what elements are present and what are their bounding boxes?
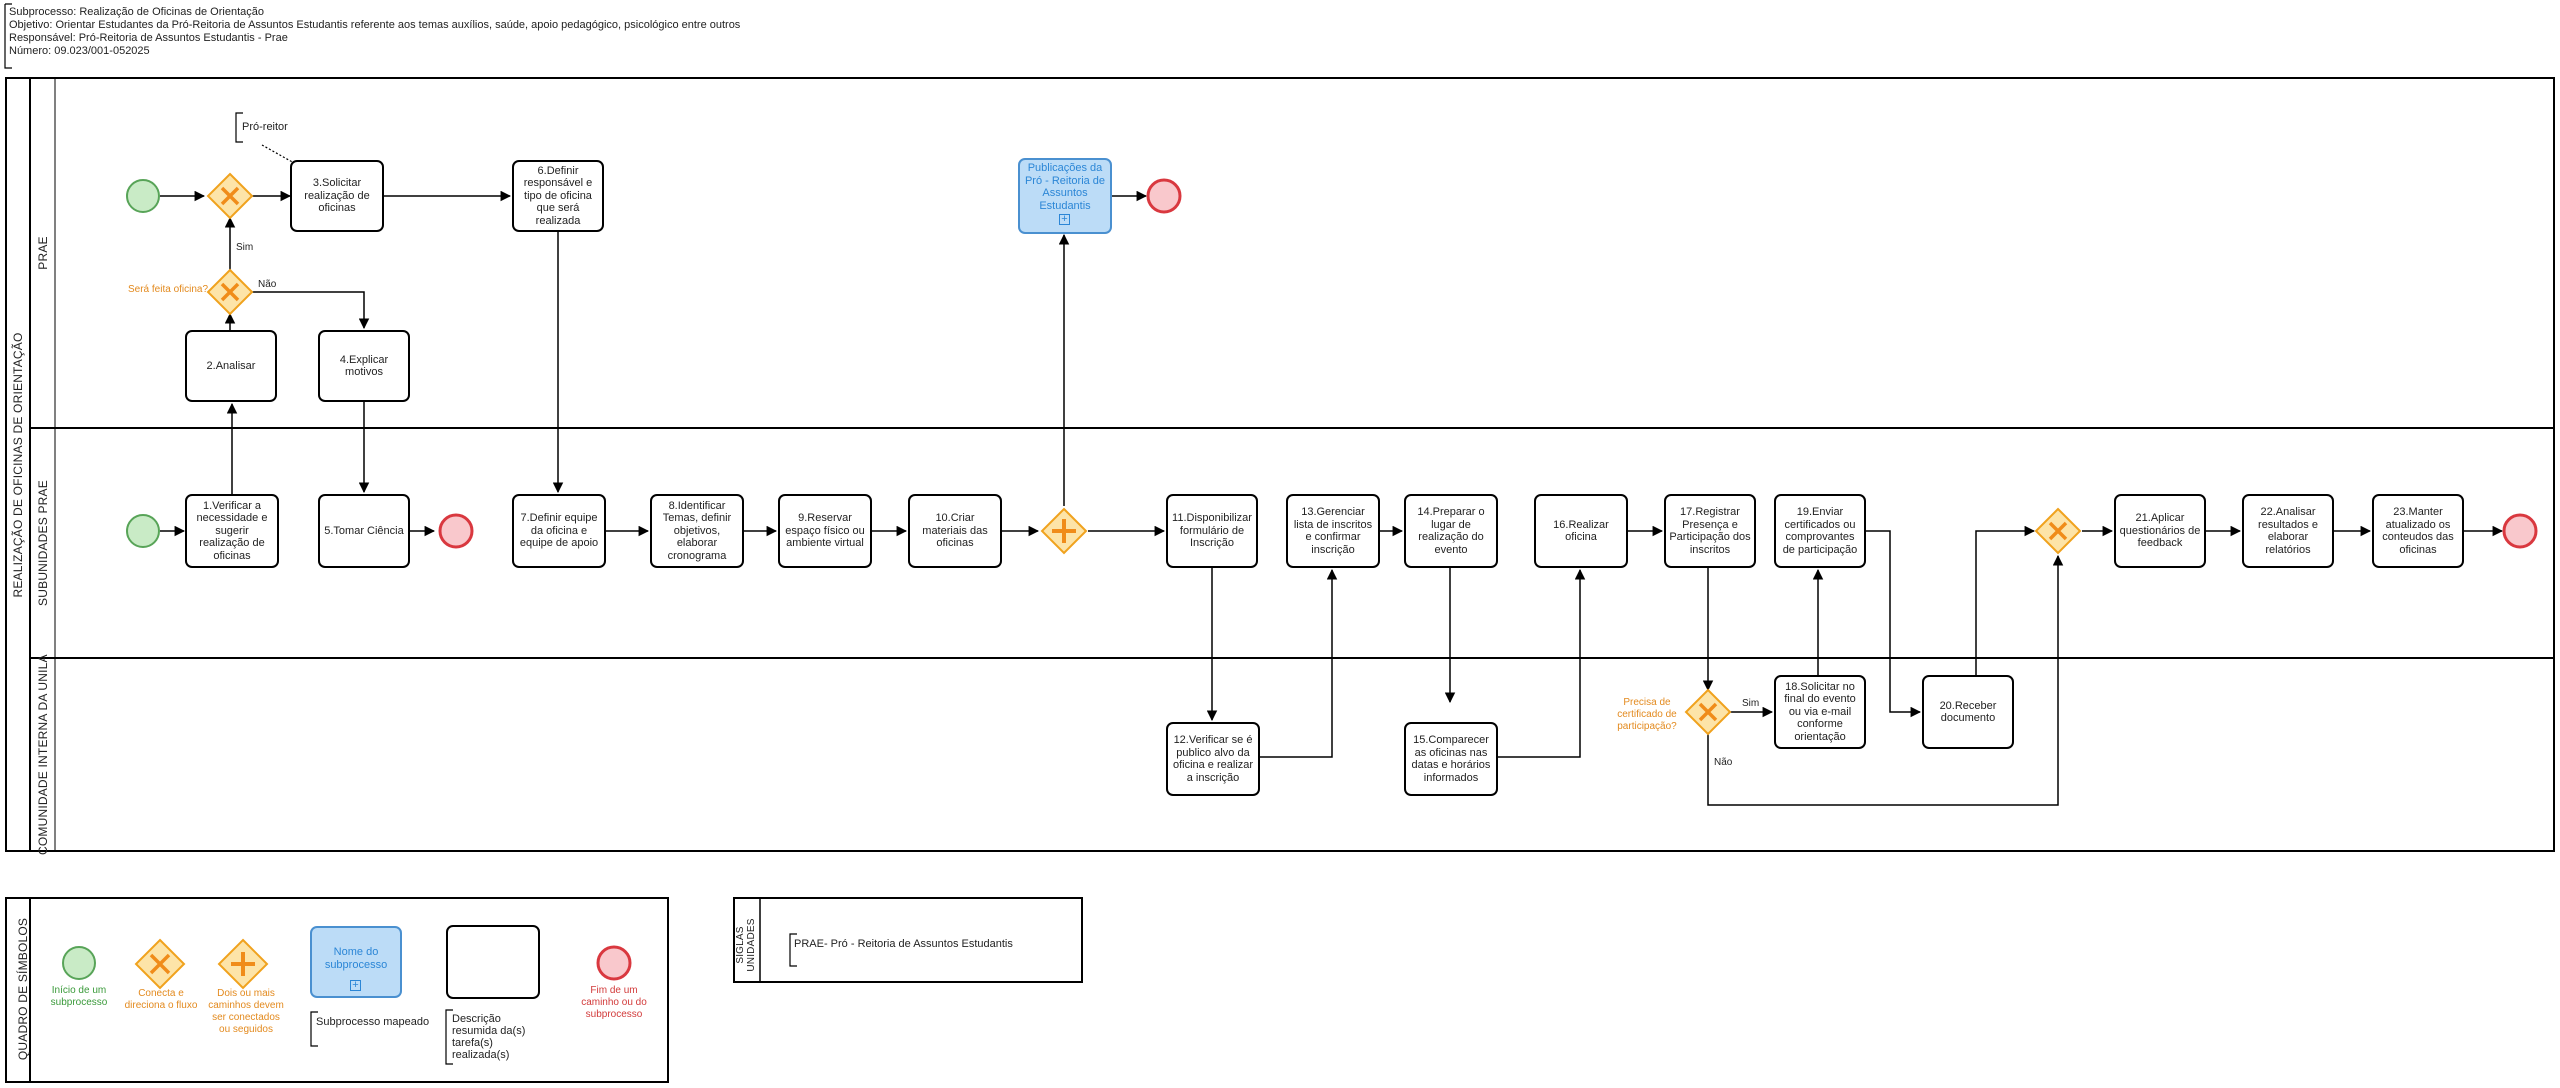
lane-prae: PRAE [36, 236, 50, 270]
legend-title: QUADRO DE SÍMBOLOS [16, 917, 30, 1061]
start-event-subunidades [126, 514, 160, 548]
task-3[interactable]: 3.Solicitar realização de oficinas [290, 160, 384, 232]
legend-parallel-text: Dois ou mais caminhos devem ser conectad… [208, 988, 284, 1035]
task-4[interactable]: 4.Explicar motivos [318, 330, 410, 402]
start-event-prae [126, 179, 160, 213]
header-responsavel: Responsável: Pró-Reitoria de Assuntos Es… [9, 32, 288, 44]
gateway-xor-join [2034, 507, 2082, 555]
gateway-xor-merge [206, 172, 254, 220]
gateway-parallel [1040, 507, 1088, 555]
task-16[interactable]: 16.Realizar oficina [1534, 494, 1628, 568]
legend-subprocess-box: Nome do subprocesso [310, 926, 402, 998]
legend-xor-icon [134, 938, 186, 990]
task-23[interactable]: 23.Manter atualizado os conteudos das of… [2372, 494, 2464, 568]
task-14[interactable]: 14.Preparar o lugar de realização do eve… [1404, 494, 1498, 568]
legend-task-desc: Descrição resumida da(s) tarefa(s) reali… [452, 1013, 526, 1061]
siglas-frame [733, 897, 1083, 983]
task-6[interactable]: 6.Definir responsável e tipo de oficina … [512, 160, 604, 232]
task-15[interactable]: 15.Comparecer as oficinas nas datas e ho… [1404, 722, 1498, 796]
legend-end-text: Fim de um caminho ou do subprocesso [581, 985, 647, 1020]
legend-parallel-icon [217, 938, 269, 990]
header-objetivo: Objetivo: Orientar Estudantes da Pró-Rei… [9, 19, 741, 31]
sigla-prae: PRAE- Pró - Reitoria de Assuntos Estudan… [794, 938, 1013, 950]
legend-start-icon [62, 946, 96, 980]
end-event-final [2502, 513, 2538, 549]
flow-label-nao-2: Não [1714, 757, 1733, 768]
lane-comunidade: COMUNIDADE INTERNA DA UNILA [36, 654, 50, 855]
gateway-label-sera-feita: Será feita oficina? [128, 284, 209, 295]
flow-label-sim-2: Sim [1742, 698, 1760, 709]
legend-task-box [446, 925, 540, 999]
task-7[interactable]: 7.Definir equipe da oficina e equipe de … [512, 494, 606, 568]
legend-end-icon [596, 945, 632, 981]
task-2[interactable]: 2.Analisar [185, 330, 277, 402]
pool [5, 77, 2555, 852]
task-10[interactable]: 10.Criar materiais das oficinas [908, 494, 1002, 568]
flow-label-nao-1: Não [258, 279, 277, 290]
gateway-xor-certificado [1684, 688, 1732, 736]
siglas-title: SIGLAS UNIDADES [735, 918, 757, 972]
subprocess-expand-icon: + [1059, 214, 1070, 225]
task-1[interactable]: 1.Verificar a necessidade e sugerir real… [185, 494, 279, 568]
legend-subprocess-expand-icon: + [350, 980, 361, 991]
task-19[interactable]: 19.Enviar certificados ou comprovantes d… [1774, 494, 1866, 568]
task-22[interactable]: 22.Analisar resultados e elaborar relató… [2242, 494, 2334, 568]
flow-label-sim-1: Sim [236, 242, 254, 253]
end-event-tomar-ciencia [438, 513, 474, 549]
task-11[interactable]: 11.Disponibilizar formulário de Inscriçã… [1166, 494, 1258, 568]
end-event-prae [1146, 178, 1182, 214]
gateway-label-certificado: Precisa de certificado de participação? [1617, 697, 1677, 732]
task-13[interactable]: 13.Gerenciar lista de inscritos e confir… [1286, 494, 1380, 568]
annotation-pro-reitor: Pró-reitor [242, 121, 288, 133]
task-12[interactable]: 12.Verificar se é publico alvo da oficin… [1166, 722, 1260, 796]
task-9[interactable]: 9.Reservar espaço físico ou ambiente vir… [778, 494, 872, 568]
legend-subprocess-mapped: Subprocesso mapeado [316, 1016, 430, 1028]
pool-title: REALIZAÇÃO DE OFICINAS DE ORIENTAÇÃO [11, 332, 25, 598]
header-numero: Número: 09.023/001-052025 [9, 45, 150, 57]
header-subprocesso: Subprocesso: Realização de Oficinas de O… [9, 6, 264, 18]
task-21[interactable]: 21.Aplicar questionários de feedback [2114, 494, 2206, 568]
task-17[interactable]: 17.Registrar Presença e Participação dos… [1664, 494, 1756, 568]
legend-frame [5, 897, 669, 1083]
subprocess-publicacoes[interactable]: Publicações da Pró - Reitoria de Assunto… [1018, 158, 1112, 234]
legend-start-text: Início de um subprocesso [50, 985, 108, 1008]
gateway-xor-sera-feita [206, 268, 254, 316]
task-18[interactable]: 18.Solicitar no final do evento ou via e… [1774, 675, 1866, 749]
task-20[interactable]: 20.Receber documento [1922, 675, 2014, 749]
task-5[interactable]: 5.Tomar Ciência [318, 494, 410, 568]
legend-xor-text: Conecta e direciona o fluxo [124, 988, 198, 1011]
task-8[interactable]: 8.Identificar Temas, definir objetivos, … [650, 494, 744, 568]
lane-subunidades: SUBUNIDADES PRAE [36, 480, 50, 606]
